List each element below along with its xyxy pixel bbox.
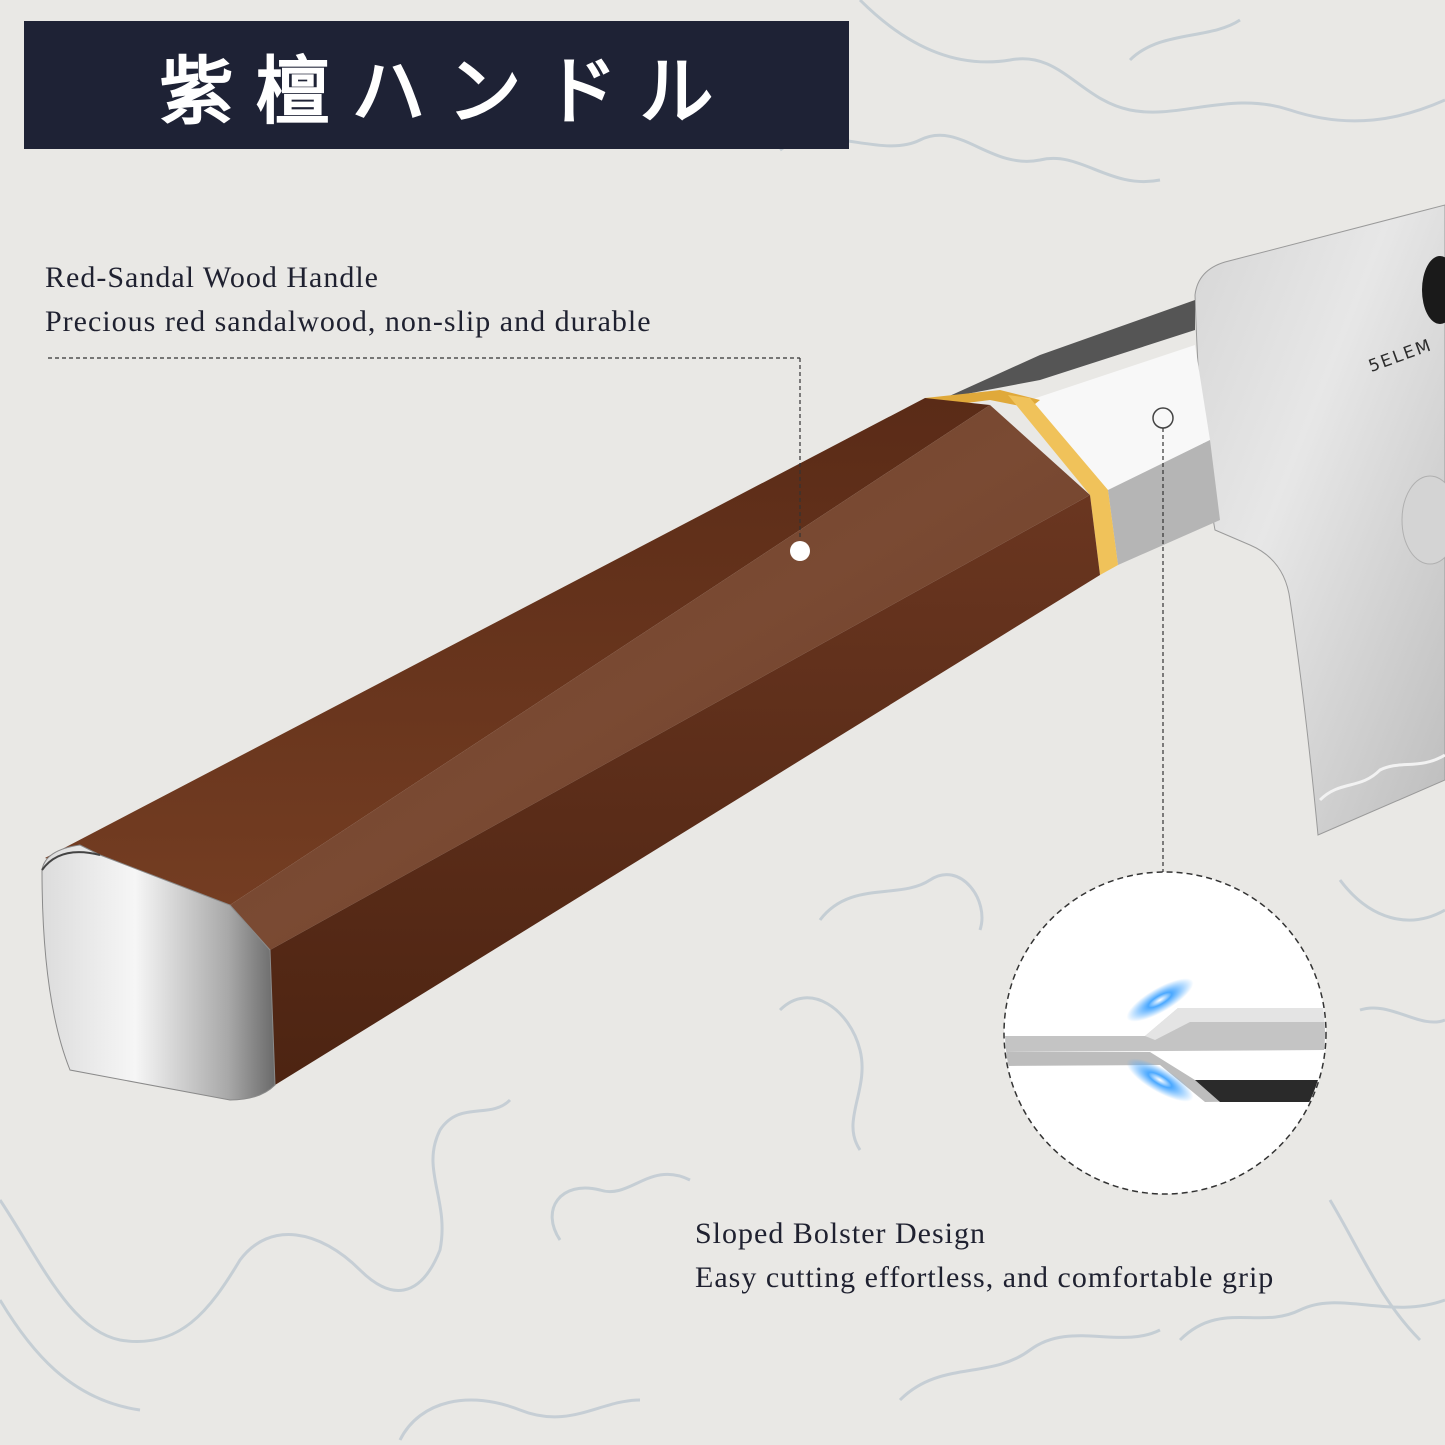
end-cap [41,844,276,1101]
feature-description: Easy cutting effortless, and comfortable… [695,1261,1275,1294]
feature-heading: Red-Sandal Wood Handle [45,261,379,294]
callout-bolster [1152,407,1174,872]
feature-bolster: Sloped Bolster Design Easy cutting effor… [695,1212,1274,1300]
bolster-detail-inset [1003,871,1327,1195]
bolster [945,300,1220,565]
feature-description: Precious red sandalwood, non-slip and du… [45,305,652,338]
blade [1194,204,1445,836]
wooden-handle [45,398,1100,1085]
feature-heading: Sloped Bolster Design [695,1217,986,1250]
feature-handle: Red-Sandal Wood Handle Precious red sand… [45,256,652,344]
title-banner: 紫檀ハンドル [24,21,849,149]
callout-handle [48,357,810,561]
page-title: 紫檀ハンドル [159,48,736,135]
